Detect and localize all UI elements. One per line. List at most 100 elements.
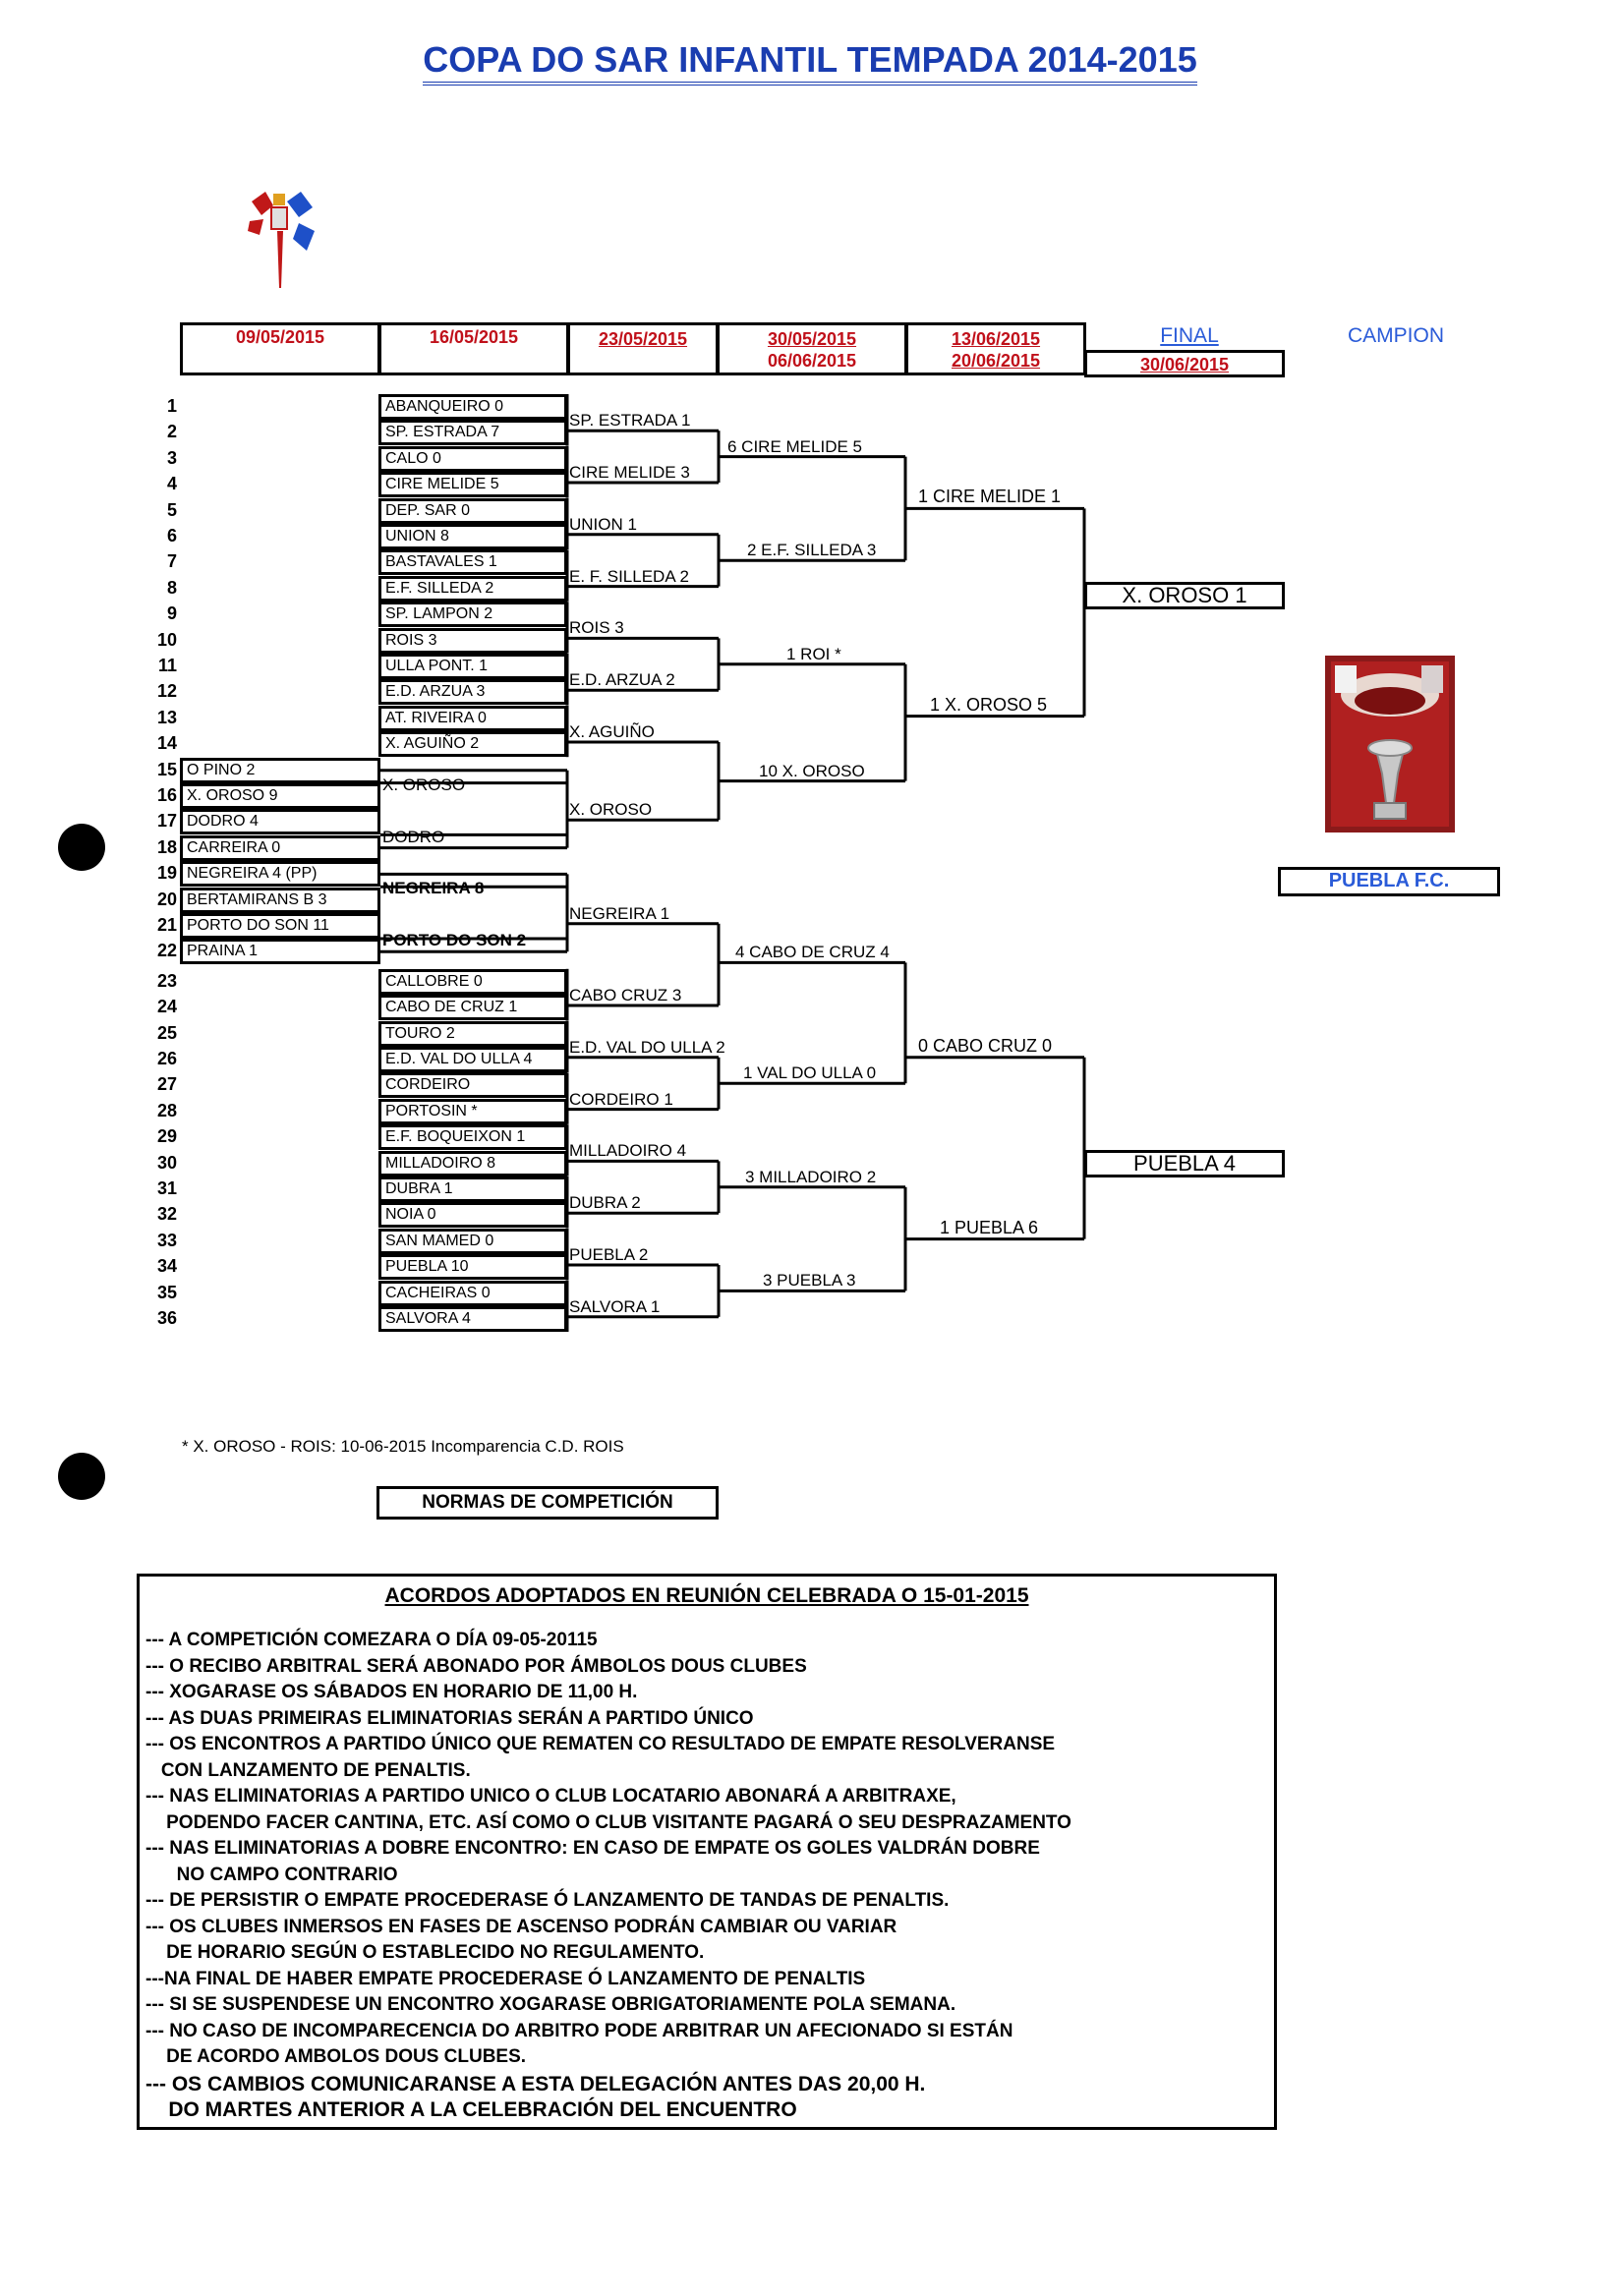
acuerdo-line: --- XOGARASE OS SÁBADOS EN HORARIO DE 11… [145, 1682, 638, 1702]
round2-team: SP. LAMPON 2 [378, 602, 567, 628]
header-round4-date-b: 06/06/2015 [767, 351, 857, 371]
round3-team: E.D. ARZUA 2 [569, 670, 675, 690]
punch-hole [58, 1453, 105, 1500]
header-round3: 23/05/2015 [567, 322, 719, 375]
acuerdo-line: CON LANZAMENTO DE PENALTIS. [145, 1759, 471, 1781]
acuerdo-line: ---NA FINAL DE HABER EMPATE PROCEDERASE … [145, 1968, 866, 1989]
page-title-text: COPA DO SAR INFANTIL TEMPADA 2014-2015 [423, 39, 1197, 86]
header-round2-date: 16/05/2015 [429, 327, 519, 347]
row-number: 17 [156, 811, 177, 832]
row-number: 23 [156, 970, 177, 991]
round2-team: CALLOBRE 0 [378, 968, 567, 995]
round1-team: PORTO DO SON 11 [180, 913, 380, 939]
acuerdo-line: --- NAS ELIMINATORIAS A PARTIDO UNICO O … [145, 1786, 956, 1807]
acuerdo-line: --- SI SE SUSPENDESE UN ENCONTRO XOGARAS… [145, 1994, 956, 2015]
header-final-date: 30/06/2015 [1139, 355, 1230, 374]
acuerdo-line: PODENDO FACER CANTINA, ETC. ASÍ COMO O C… [145, 1811, 1071, 1833]
round2-team: NOIA 0 [378, 1202, 567, 1229]
acuerdos-title: ACORDOS ADOPTADOS EN REUNIÓN CELEBRADA O… [384, 1584, 1029, 1607]
row-number: 18 [156, 836, 177, 857]
row-number: 8 [166, 577, 177, 598]
round3-team: CIRE MELIDE 3 [569, 463, 690, 482]
round2-team: CALO 0 [378, 445, 567, 472]
round2-team: AT. RIVEIRA 0 [378, 705, 567, 731]
round2-team: UNION 8 [378, 524, 567, 549]
round4-team: 4 CABO DE CRUZ 4 [735, 943, 890, 962]
row-number: 32 [156, 1204, 177, 1225]
round1-team: O PINO 2 [180, 757, 380, 783]
row-number: 30 [156, 1152, 177, 1173]
round3-team: MILLADOIRO 4 [569, 1141, 687, 1161]
round1-team: BERTAMIRANS B 3 [180, 887, 380, 913]
round2-team: CACHEIRAS 0 [378, 1280, 567, 1306]
round4-team: 3 MILLADOIRO 2 [745, 1167, 877, 1186]
round2-team: SAN MAMED 0 [378, 1228, 567, 1254]
champion-team-photo [1325, 656, 1455, 832]
acuerdo-line: --- AS DUAS PRIMEIRAS ELIMINATORIAS SERÁ… [145, 1707, 754, 1729]
header-round1: 09/05/2015 [180, 322, 380, 375]
round1-team: DODRO 4 [180, 809, 380, 835]
round2-team: CABO DE CRUZ 1 [378, 995, 567, 1021]
round2-team: E.F. SILLEDA 2 [378, 575, 567, 602]
round2-team: ABANQUEIRO 0 [378, 394, 567, 420]
row-number: 16 [156, 785, 177, 805]
round4-team: 6 CIRE MELIDE 5 [727, 436, 862, 456]
row-number: 10 [156, 629, 177, 650]
row-number: 5 [166, 499, 177, 520]
round2-team-advanced: NEGREIRA 8 [382, 879, 485, 898]
round3-team: E. F. SILLEDA 2 [569, 566, 689, 586]
acuerdo-line: NO CAMPO CONTRARIO [145, 1864, 398, 1885]
row-number: 19 [156, 863, 177, 884]
round3-team: X. OROSO [569, 800, 653, 820]
round2-team: TOURO 2 [378, 1020, 567, 1047]
round5-team: 1 X. OROSO 5 [930, 694, 1048, 715]
header-round4-date-a: 30/05/2015 [767, 329, 857, 349]
round1-team: X. OROSO 9 [180, 783, 380, 809]
row-number: 4 [166, 474, 177, 494]
row-number: 35 [156, 1282, 177, 1302]
round3-team: CORDEIRO 1 [569, 1089, 673, 1109]
acuerdo-line: --- DE PERSISTIR O EMPATE PROCEDERASE Ó … [145, 1890, 950, 1911]
header-round4: 30/05/2015 06/06/2015 [717, 322, 907, 375]
finalist-top: X. OROSO 1 [1084, 582, 1285, 609]
acuerdo-line: DE HORARIO SEGÚN O ESTABLECIDO NO REGULA… [145, 1942, 705, 1963]
round2-team: CORDEIRO [378, 1072, 567, 1099]
round2-team: DEP. SAR 0 [378, 497, 567, 524]
acuerdo-line: --- NAS ELIMINATORIAS A DOBRE ENCONTRO: … [145, 1838, 1040, 1859]
acuerdo-line: DE ACORDO AMBOLOS DOUS CLUBES. [145, 2046, 527, 2067]
round5-team: 1 CIRE MELIDE 1 [918, 487, 1062, 507]
acuerdos-box: ACORDOS ADOPTADOS EN REUNIÓN CELEBRADA O… [137, 1574, 1277, 2130]
row-number: 15 [156, 759, 177, 779]
round1-team: NEGREIRA 4 (PP) [180, 861, 380, 888]
round5-team: 1 PUEBLA 6 [940, 1217, 1039, 1237]
acuerdo-line: --- OS ENCONTROS A PARTIDO ÚNICO QUE REM… [145, 1734, 1056, 1754]
round3-team: UNION 1 [569, 514, 637, 534]
round2-team: PORTOSIN * [378, 1098, 567, 1124]
row-number: 25 [156, 1022, 177, 1043]
round3-team: E.D. VAL DO ULLA 2 [569, 1037, 725, 1057]
round2-team: E.D. VAL DO ULLA 4 [378, 1047, 567, 1072]
round3-team: SALVORA 1 [569, 1296, 661, 1316]
round2-team: SP. ESTRADA 7 [378, 420, 567, 446]
round2-team: ULLA PONT. 1 [378, 654, 567, 679]
row-number: 13 [156, 707, 177, 727]
round3-team: PUEBLA 2 [569, 1245, 649, 1264]
header-final: 30/06/2015 [1084, 350, 1285, 377]
acuerdo-line: --- O RECIBO ARBITRAL SERÁ ABONADO POR Á… [145, 1655, 807, 1677]
round2-team: SALVORA 4 [378, 1306, 567, 1332]
round1-team: PRAINA 1 [180, 939, 380, 965]
acuerdo-line: --- OS CLUBES INMERSOS EN FASES DE ASCEN… [145, 1916, 897, 1937]
punch-hole [58, 824, 105, 871]
round3-team: CABO CRUZ 3 [569, 986, 682, 1004]
federation-logo [248, 192, 315, 288]
acuerdo-line: DO MARTES ANTERIOR A LA CELEBRACIÓN DEL … [145, 2098, 797, 2121]
round2-team-advanced: PORTO DO SON 2 [382, 931, 527, 950]
round3-team: X. AGUIÑO [569, 722, 655, 741]
header-round2: 16/05/2015 [378, 322, 569, 375]
row-number: 1 [166, 396, 177, 416]
round2-team: DUBRA 1 [378, 1177, 567, 1202]
row-number: 22 [156, 941, 177, 961]
row-number: 20 [156, 889, 177, 909]
row-number: 21 [156, 915, 177, 935]
